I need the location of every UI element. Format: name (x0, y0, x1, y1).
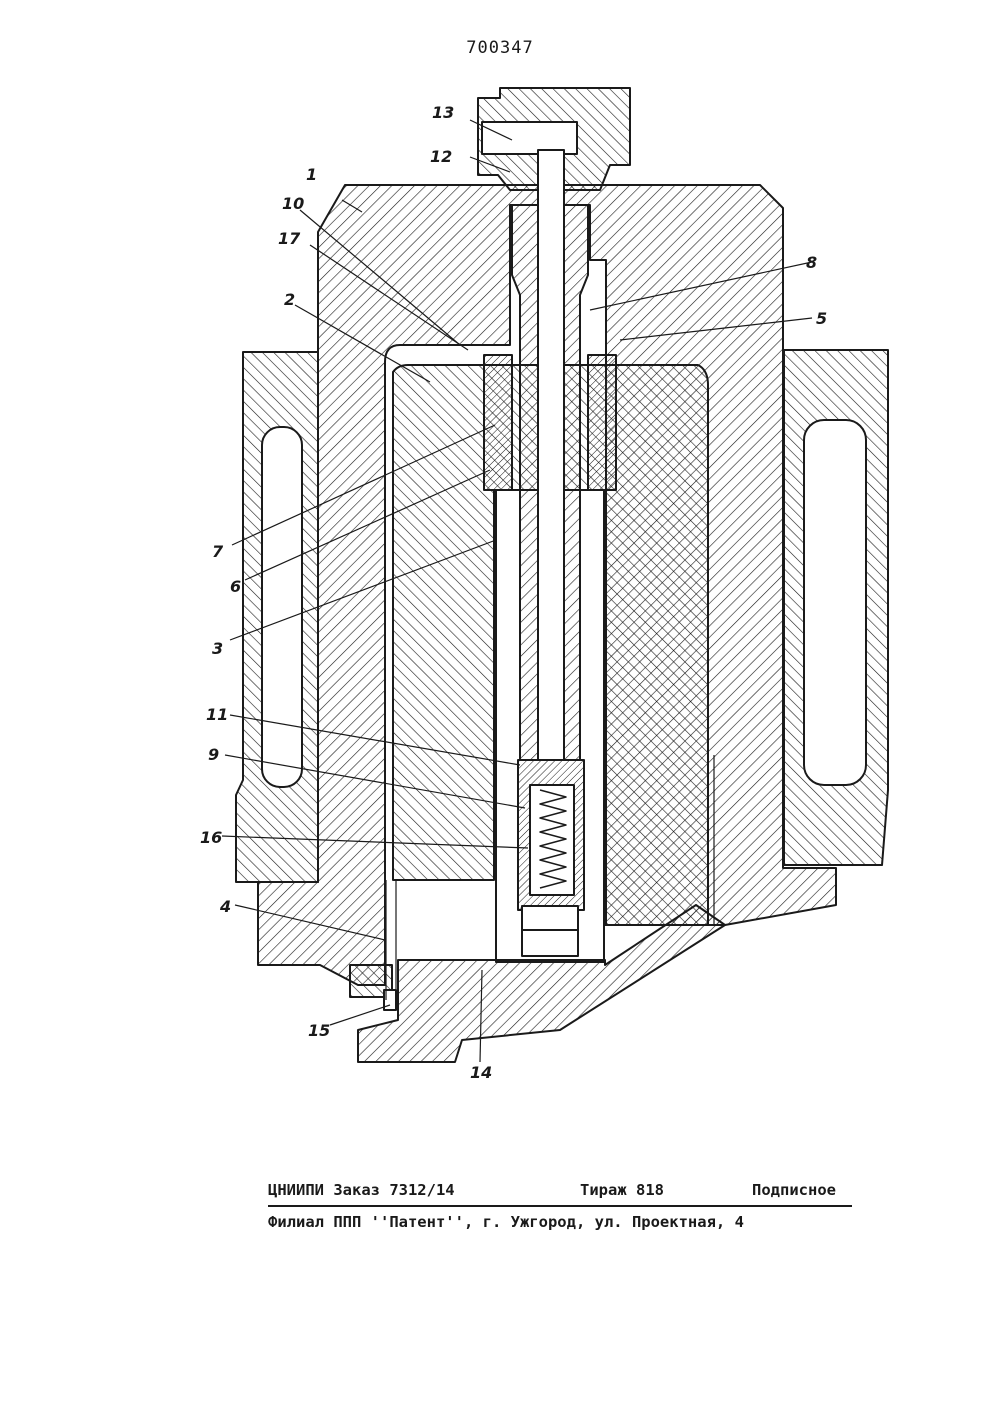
label-5: 5 (816, 309, 827, 328)
label-3: 3 (212, 639, 223, 658)
footer-divider (268, 1205, 852, 1207)
label-11: 11 (206, 705, 228, 724)
footer-circulation: Тираж 818 (580, 1181, 664, 1199)
label-9: 9 (208, 745, 219, 764)
leader-lines (221, 119, 813, 1063)
label-4: 4 (219, 897, 231, 916)
guide-6-right (587, 354, 617, 491)
footer-order: ЦНИИПИ Заказ 7312/14 (268, 1181, 455, 1199)
label-8: 8 (806, 253, 817, 272)
label-13: 13 (432, 103, 454, 122)
guide-6-left (483, 354, 513, 491)
footer-branch-address: Филиал ППП ''Патент'', г. Ужгород, ул. П… (268, 1213, 744, 1231)
cross-section-drawing: 1 2 3 4 5 6 7 8 9 10 11 12 13 14 15 16 1… (200, 87, 889, 1082)
outer-ring-right-slot (803, 419, 867, 786)
label-10: 10 (282, 194, 304, 213)
label-2: 2 (284, 290, 295, 309)
label-12: 12 (430, 147, 452, 166)
spring-16 (539, 789, 567, 889)
outer-ring-left-slot (261, 426, 303, 788)
bore-13 (481, 121, 578, 155)
patent-number: 700347 (466, 38, 534, 58)
label-7: 7 (212, 542, 224, 561)
label-6: 6 (230, 577, 241, 596)
label-17: 17 (278, 229, 301, 248)
label-15: 15 (308, 1021, 330, 1040)
label-16: 16 (200, 828, 222, 847)
base-14 (357, 904, 726, 1063)
rod-bore (537, 149, 565, 761)
label-14: 14 (470, 1063, 492, 1082)
label-1: 1 (306, 165, 317, 184)
footer-subscription: Подписное (752, 1181, 836, 1199)
